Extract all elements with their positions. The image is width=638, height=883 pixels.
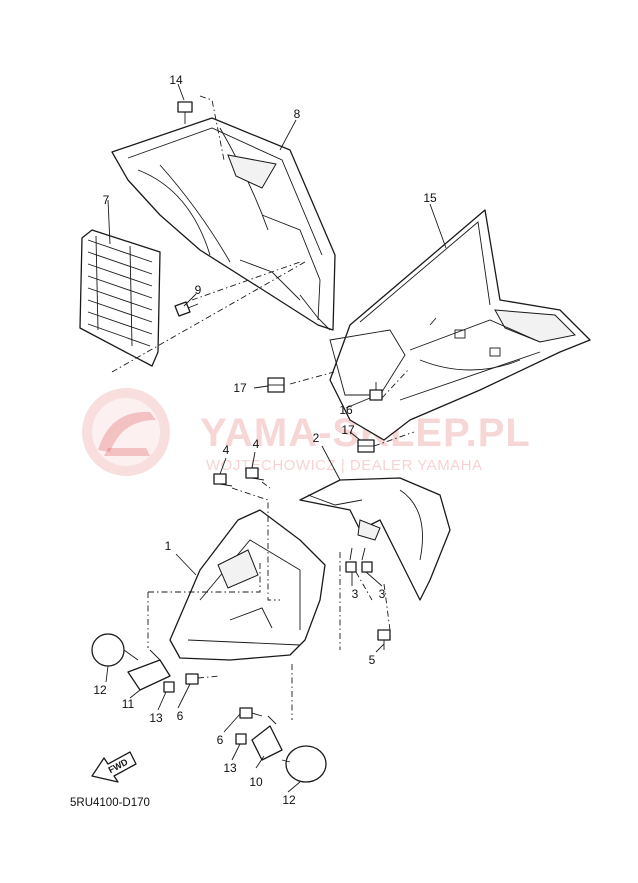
callout-labels: 1 2 3 3 4 4 5 6 6 7 8 9 10 11 12 12 13 1…	[93, 73, 437, 807]
callout-3a: 3	[352, 587, 359, 601]
part-14-screw	[177, 101, 193, 124]
callout-12b: 12	[282, 793, 296, 807]
callout-15: 15	[423, 191, 437, 205]
part-16-screw	[369, 382, 383, 401]
callout-10: 10	[249, 775, 263, 789]
part-13-nut-left	[163, 681, 175, 693]
callout-4a: 4	[223, 443, 230, 457]
callout-2: 2	[313, 431, 320, 445]
part-5-bolt	[377, 629, 391, 650]
callout-6b: 6	[217, 733, 224, 747]
part-9-screw	[174, 301, 199, 317]
assembly-lines	[111, 95, 415, 720]
watermark-tagline: WOJTECHOWICZ | DEALER YAMAHA	[206, 457, 483, 474]
part-3-nuts	[345, 561, 373, 573]
part-10-bracket	[251, 715, 283, 761]
callout-14: 14	[169, 73, 183, 87]
part-2-fender-rear	[299, 477, 451, 601]
callout-7: 7	[103, 193, 110, 207]
callout-17a: 17	[233, 381, 247, 395]
part-7-grille	[79, 229, 161, 367]
callout-11: 11	[122, 697, 135, 711]
callout-3b: 3	[379, 587, 386, 601]
part-13-nut-right	[235, 733, 247, 745]
part-15-under-cover	[329, 209, 591, 441]
callout-4b: 4	[253, 437, 260, 451]
part-12-reflector-left	[91, 633, 139, 667]
callout-13b: 13	[223, 761, 237, 775]
callout-9: 9	[195, 283, 202, 297]
watermark-logo	[82, 388, 170, 476]
callout-16: 16	[339, 403, 353, 417]
callout-1: 1	[165, 539, 172, 553]
part-17-clip-upper	[267, 377, 285, 393]
part-11-bracket	[127, 649, 171, 691]
part-4-bolts	[213, 467, 265, 487]
callout-13a: 13	[149, 711, 163, 725]
callout-17b: 17	[341, 423, 355, 437]
callout-12a: 12	[93, 683, 107, 697]
part-12-reflector-right	[281, 745, 327, 783]
part-6-bolt-right	[239, 707, 263, 719]
callout-5: 5	[369, 653, 376, 667]
callout-6a: 6	[177, 709, 184, 723]
diagram-code: 5RU4100-D170	[70, 797, 150, 809]
leader-lines	[105, 83, 447, 793]
callout-8: 8	[294, 107, 301, 121]
part-17-clip-lower	[357, 439, 375, 453]
watermark: YAMA-SKLEP.PL WOJTECHOWICZ | DEALER YAMA…	[82, 388, 530, 476]
part-6-bolt-left	[185, 673, 199, 685]
part-1-front-fender	[169, 509, 326, 661]
forward-direction-arrow: FWD	[91, 751, 137, 783]
